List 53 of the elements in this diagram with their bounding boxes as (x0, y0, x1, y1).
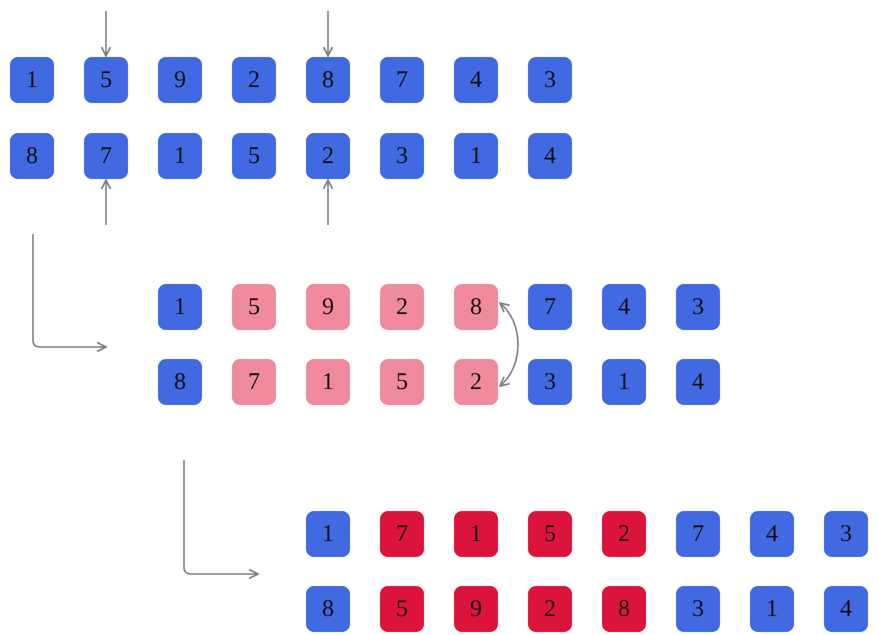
number-tile: 3 (528, 57, 572, 103)
number-tile: 2 (602, 511, 646, 557)
arrow (100, 11, 112, 57)
number-tile: 8 (454, 284, 498, 330)
number-tile: 4 (602, 284, 646, 330)
number-tile: 3 (676, 586, 720, 632)
number-tile: 8 (10, 133, 54, 179)
number-tile: 5 (380, 359, 424, 405)
number-tile: 4 (750, 511, 794, 557)
number-tile: 3 (824, 511, 868, 557)
arrow (100, 179, 112, 225)
number-tile: 1 (454, 511, 498, 557)
number-tile: 7 (676, 511, 720, 557)
number-tile: 4 (676, 359, 720, 405)
number-tile: 3 (676, 284, 720, 330)
number-tile: 8 (602, 586, 646, 632)
number-tile: 9 (158, 57, 202, 103)
number-tile: 7 (232, 359, 276, 405)
number-tile: 5 (84, 57, 128, 103)
number-tile: 9 (306, 284, 350, 330)
number-tile: 5 (380, 586, 424, 632)
number-tile: 8 (306, 57, 350, 103)
number-tile: 2 (528, 586, 572, 632)
arrow (322, 11, 334, 57)
number-tile: 1 (306, 511, 350, 557)
number-tile: 1 (750, 586, 794, 632)
arrow (322, 179, 334, 225)
number-tile: 4 (528, 133, 572, 179)
number-tile: 1 (158, 284, 202, 330)
number-tile: 5 (232, 284, 276, 330)
number-tile: 8 (158, 359, 202, 405)
number-tile: 3 (528, 359, 572, 405)
arrow (499, 302, 519, 387)
number-tile: 5 (528, 511, 572, 557)
number-tile: 4 (454, 57, 498, 103)
number-tile: 9 (454, 586, 498, 632)
number-tile: 4 (824, 586, 868, 632)
number-tile: 1 (158, 133, 202, 179)
number-tile: 8 (306, 586, 350, 632)
number-tile: 7 (380, 511, 424, 557)
number-tile: 7 (528, 284, 572, 330)
number-tile: 3 (380, 133, 424, 179)
number-tile: 7 (380, 57, 424, 103)
number-tile: 2 (454, 359, 498, 405)
number-tile: 1 (10, 57, 54, 103)
number-tile: 1 (454, 133, 498, 179)
number-tile: 1 (306, 359, 350, 405)
number-tile: 2 (380, 284, 424, 330)
number-tile: 7 (84, 133, 128, 179)
number-tile: 1 (602, 359, 646, 405)
number-tile: 5 (232, 133, 276, 179)
number-tile: 2 (306, 133, 350, 179)
number-tile: 2 (232, 57, 276, 103)
